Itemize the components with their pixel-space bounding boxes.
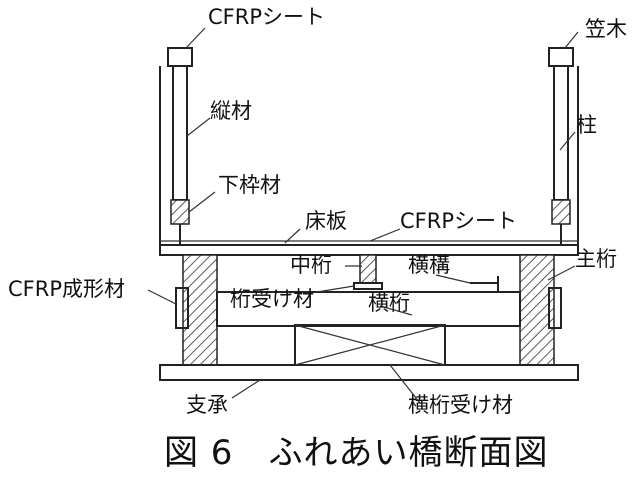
label-kasagi: 笠木 — [585, 17, 627, 41]
label-yokogeta-uke: 横桁受け材 — [408, 393, 513, 417]
deck-slab — [159, 244, 579, 256]
label-shitawakuzai: 下枠材 — [218, 173, 281, 197]
bearing-base — [159, 364, 579, 381]
label-nakageta: 中桁 — [290, 253, 332, 277]
label-cfrp-seikei: CFRP成形材 — [8, 277, 125, 301]
left-vertical-member — [172, 65, 188, 201]
label-shugeta: 主桁 — [575, 247, 617, 271]
label-shoban: 床板 — [305, 209, 347, 233]
leader-lines — [147, 27, 579, 404]
right-lower-frame — [551, 199, 571, 225]
left-post — [159, 47, 193, 245]
right-vertical-member — [553, 65, 569, 201]
label-cfrp-sheet-deck: CFRPシート — [400, 209, 517, 233]
left-cfrp-molded-member — [175, 287, 189, 329]
center-girder — [359, 254, 377, 284]
right-handrail-cap — [548, 47, 574, 67]
label-ketauke: 桁受け材 — [230, 287, 314, 311]
label-yokokou: 横構 — [408, 253, 450, 277]
label-shisho: 支承 — [186, 393, 228, 417]
right-post — [548, 47, 579, 245]
girder-support-member — [353, 282, 383, 290]
label-cfrp-sheet-top: CFRPシート — [208, 5, 325, 29]
left-handrail-cap — [167, 47, 193, 67]
left-lower-frame — [170, 199, 190, 225]
figure-caption: 図 6 ふれあい橋断面図 — [164, 433, 548, 473]
label-hashira: 柱 — [576, 113, 597, 137]
cross-girder-support — [294, 324, 446, 366]
right-cfrp-molded-member — [548, 287, 562, 329]
label-yokogeta: 横桁 — [368, 291, 410, 315]
label-jyuzai: 縦材 — [210, 99, 252, 123]
